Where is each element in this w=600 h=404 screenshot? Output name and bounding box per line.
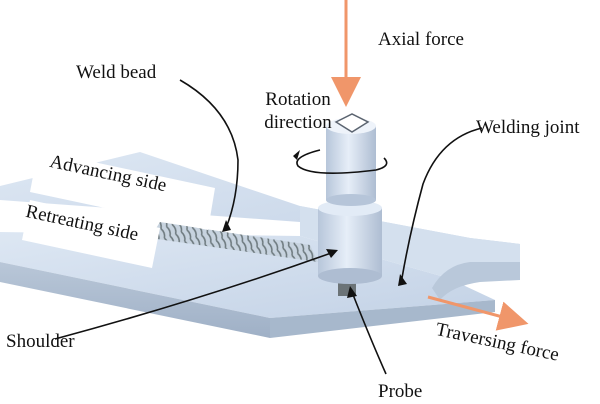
welding-joint-leader-head	[398, 274, 407, 286]
rotation-direction-line2: direction	[264, 112, 332, 133]
shoulder-body	[318, 208, 382, 276]
welding-joint-leader	[401, 127, 483, 279]
weld-bead-leader-head	[222, 220, 231, 232]
axial-force-label: Axial force	[378, 29, 464, 50]
traversing-force-arrow	[427, 295, 529, 331]
tool-triangle-clamp	[334, 113, 370, 133]
plate-side-left	[0, 262, 270, 338]
probe-leader-head	[347, 286, 357, 298]
rotation-direction-label: Rotation direction	[238, 90, 358, 132]
weld-bead-strip	[150, 222, 318, 262]
rotation-arrow-head	[293, 150, 300, 160]
rotation-direction-line1: Rotation	[265, 89, 331, 110]
shank-bottom	[326, 194, 376, 206]
weld-bead-label: Weld bead	[76, 62, 157, 83]
shoulder-leader	[54, 251, 335, 340]
welding-joint-label: Welding joint	[476, 117, 580, 138]
advancing-side-band	[30, 150, 215, 230]
plate-side-right	[270, 300, 495, 338]
probe-label: Probe	[378, 381, 423, 402]
shoulder-label: Shoulder	[6, 331, 75, 352]
shoulder-leader-head	[326, 249, 338, 258]
tool-shank	[326, 126, 376, 200]
shoulder-bottom	[318, 268, 382, 284]
rotation-arrow	[296, 149, 388, 174]
probe-leader	[351, 291, 387, 375]
retreating-side-band	[22, 200, 160, 268]
weld-bead-leader	[179, 79, 239, 229]
plate-step	[432, 262, 520, 300]
